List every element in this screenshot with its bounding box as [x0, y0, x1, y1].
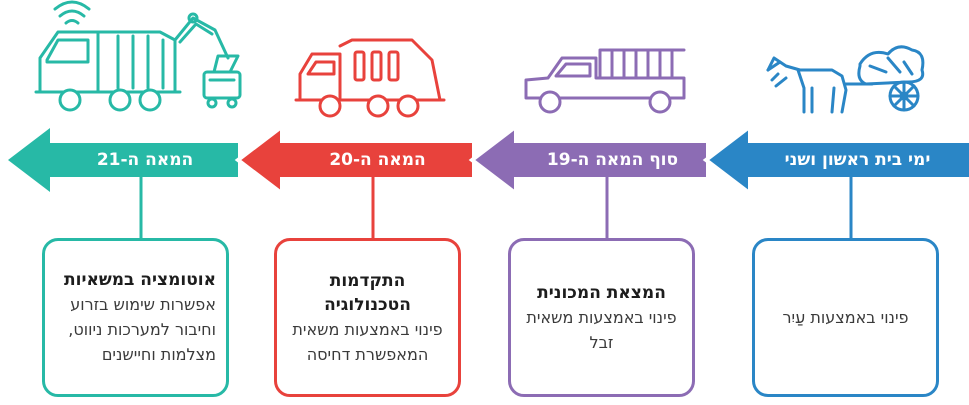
automated-garbage-truck-icon: [34, 0, 242, 112]
era-card-ancient: פינוי באמצעות עַיִר: [752, 238, 939, 397]
arrow-19th-century: [472, 128, 706, 192]
era-card-description: אפשרות שימוש בזרוע וחיבור למערכות ניווט,…: [68, 295, 216, 364]
era-card-title: אוטומציה במשאיות: [64, 270, 216, 290]
arrow-separator: [234, 126, 282, 194]
pickup-truck-icon: [524, 48, 686, 114]
arrow-21st-century: [8, 128, 238, 192]
arrow-separator: [702, 126, 750, 194]
era-card-description: פינוי באמצעות משאית המאפשרת דחיסה: [292, 319, 443, 364]
era-card-title: המצאת המכונית: [537, 282, 666, 303]
era-card-19th-century: המצאת המכונית פינוי באמצעות משאית זבל: [508, 238, 695, 397]
era-card-description: פינוי באמצעות משאית זבל: [526, 307, 677, 352]
era-card-20th-century: התקדמות הטכנולוגיה פינוי באמצעות משאית ה…: [274, 238, 461, 397]
arrow-ancient: [706, 128, 969, 192]
arrow-label-20th-century: המאה ה-20: [329, 150, 426, 170]
arrow-20th-century: [238, 128, 472, 192]
donkey-cart-icon: [766, 45, 925, 114]
arrow-label-19th-century: סוף המאה ה-19: [546, 150, 679, 170]
era-card-description: פינוי באמצעות עַיִר: [782, 308, 909, 327]
arrow-label-21st-century: המאה ה-21: [96, 150, 194, 170]
arrow-label-ancient: ימי בית ראשון ושני: [784, 150, 931, 170]
compactor-garbage-truck-icon: [294, 38, 446, 118]
era-card-title: התקדמות הטכנולוגיה: [324, 270, 411, 315]
era-card-21st-century: אוטומציה במשאיות אפשרות שימוש בזרוע וחיב…: [42, 238, 229, 397]
arrow-separator: [468, 126, 516, 194]
